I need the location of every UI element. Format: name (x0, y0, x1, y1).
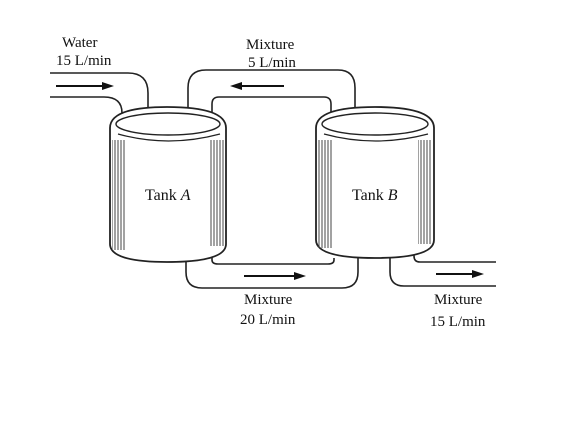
a-to-b-flow-arrow (244, 272, 306, 280)
mixture-outflow-label: Mixture 15 L/min (430, 292, 486, 330)
tank-a-label: Tank A (145, 187, 191, 204)
tank-b: Tank B (315, 106, 435, 259)
mixture-a-to-b-label-line1: Mixture (244, 292, 293, 308)
outlet-pipe (389, 250, 496, 287)
water-inflow-label-line1: Water (62, 35, 97, 51)
mixture-a-to-b-label-line2: 20 L/min (240, 312, 296, 328)
tank-b-label: Tank B (352, 187, 398, 204)
water-inflow-label: Water 15 L/min (56, 35, 112, 69)
outflow-arrow (436, 270, 484, 278)
water-inflow-arrow (56, 82, 114, 90)
mixture-b-to-a-label-line1: Mixture (246, 37, 295, 53)
top-connecting-pipe (187, 69, 356, 118)
mixture-a-to-b-label: Mixture 20 L/min (240, 292, 296, 328)
mixture-outflow-label-line2: 15 L/min (430, 314, 486, 330)
water-inflow-label-line2: 15 L/min (56, 53, 112, 69)
b-to-a-flow-arrow (230, 82, 284, 90)
mixture-b-to-a-label-line2: 5 L/min (248, 55, 296, 71)
mixture-b-to-a-label: Mixture 5 L/min (246, 37, 296, 71)
mixture-outflow-label-line1: Mixture (434, 292, 483, 308)
bottom-connecting-pipe (185, 252, 359, 289)
tank-a: Tank A (109, 106, 227, 263)
